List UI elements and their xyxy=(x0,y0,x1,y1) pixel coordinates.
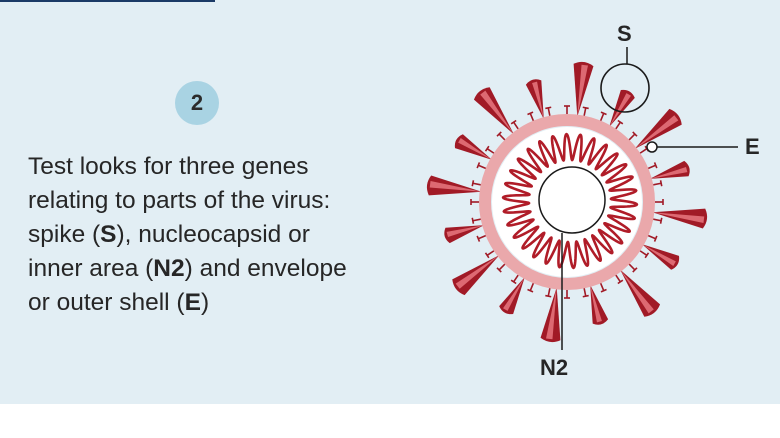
spike-protein xyxy=(590,284,609,325)
envelope-protein xyxy=(510,274,519,285)
spike-protein xyxy=(652,208,708,229)
step-number: 2 xyxy=(190,90,204,115)
spike-protein xyxy=(473,87,514,135)
envelope-protein xyxy=(653,180,663,187)
envelope-protein xyxy=(510,119,519,130)
spike-highlight-circle xyxy=(600,63,650,113)
spike-protein xyxy=(452,255,500,296)
envelope-protein xyxy=(484,145,495,154)
spike-protein xyxy=(634,108,682,149)
description-line-1: Test looks for three genes xyxy=(28,153,309,180)
envelope-protein xyxy=(615,274,624,285)
envelope-gene-code: E xyxy=(184,289,201,316)
spike-protein xyxy=(609,89,635,128)
rna-coil xyxy=(501,132,639,270)
envelope-protein xyxy=(628,131,638,141)
envelope-protein xyxy=(647,162,658,170)
envelope-label: E xyxy=(745,134,760,159)
envelope-protein xyxy=(527,282,535,293)
envelope-protein xyxy=(471,180,481,187)
spike-protein xyxy=(499,276,525,315)
spike-protein xyxy=(454,134,493,160)
description-text: Test looks for three genes relating to p… xyxy=(28,150,398,320)
description-line-5: or outer shell (E) xyxy=(28,289,210,316)
spike-protein xyxy=(620,269,661,317)
spike-protein xyxy=(540,287,561,343)
envelope-membrane xyxy=(479,114,655,290)
envelope-protein xyxy=(476,234,487,242)
envelope-protein xyxy=(470,199,479,205)
envelope-protein xyxy=(599,111,607,122)
spike-protein xyxy=(444,225,485,244)
spike-gene-code: S xyxy=(100,221,117,248)
nucleocapsid-core xyxy=(538,166,606,234)
spike-protein xyxy=(525,79,544,120)
envelope-protein xyxy=(476,162,487,170)
envelope-protein xyxy=(484,250,495,259)
spike-protein xyxy=(641,244,680,270)
spike-protein xyxy=(426,175,482,196)
envelope-protein xyxy=(582,106,589,116)
nucleocapsid-gene-code: N2 xyxy=(153,255,185,282)
envelope-protein xyxy=(599,282,607,293)
nucleocapsid-label: N2 xyxy=(540,355,569,380)
envelope-protein xyxy=(496,263,506,273)
envelope-protein xyxy=(564,105,570,114)
step-number-badge: 2 xyxy=(175,81,219,125)
spike-protein xyxy=(573,61,594,117)
envelope-protein xyxy=(471,217,481,224)
envelope-protein xyxy=(545,106,552,116)
envelope-protein xyxy=(655,199,664,205)
envelope-proteins xyxy=(470,105,664,299)
envelope-protein xyxy=(615,119,624,130)
envelope-protein xyxy=(639,250,650,259)
description-line-3: spike (S), nucleocapsid or xyxy=(28,221,310,248)
spike-proteins xyxy=(426,61,708,343)
envelope-protein xyxy=(582,288,589,298)
envelope-protein xyxy=(647,234,658,242)
envelope-protein xyxy=(564,290,570,299)
coronavirus-diagram xyxy=(426,47,738,350)
top-accent-bar xyxy=(0,0,215,2)
description-line-4: inner area (N2) and envelope xyxy=(28,255,347,282)
envelope-protein xyxy=(496,131,506,141)
envelope-protein xyxy=(545,288,552,298)
envelope-protein xyxy=(653,217,663,224)
spike-protein xyxy=(649,160,690,179)
envelope-protein xyxy=(527,111,535,122)
envelope-marker xyxy=(646,141,658,153)
description-line-2: relating to parts of the virus: xyxy=(28,187,331,214)
envelope-protein xyxy=(628,263,638,273)
spike-label: S xyxy=(617,21,632,46)
